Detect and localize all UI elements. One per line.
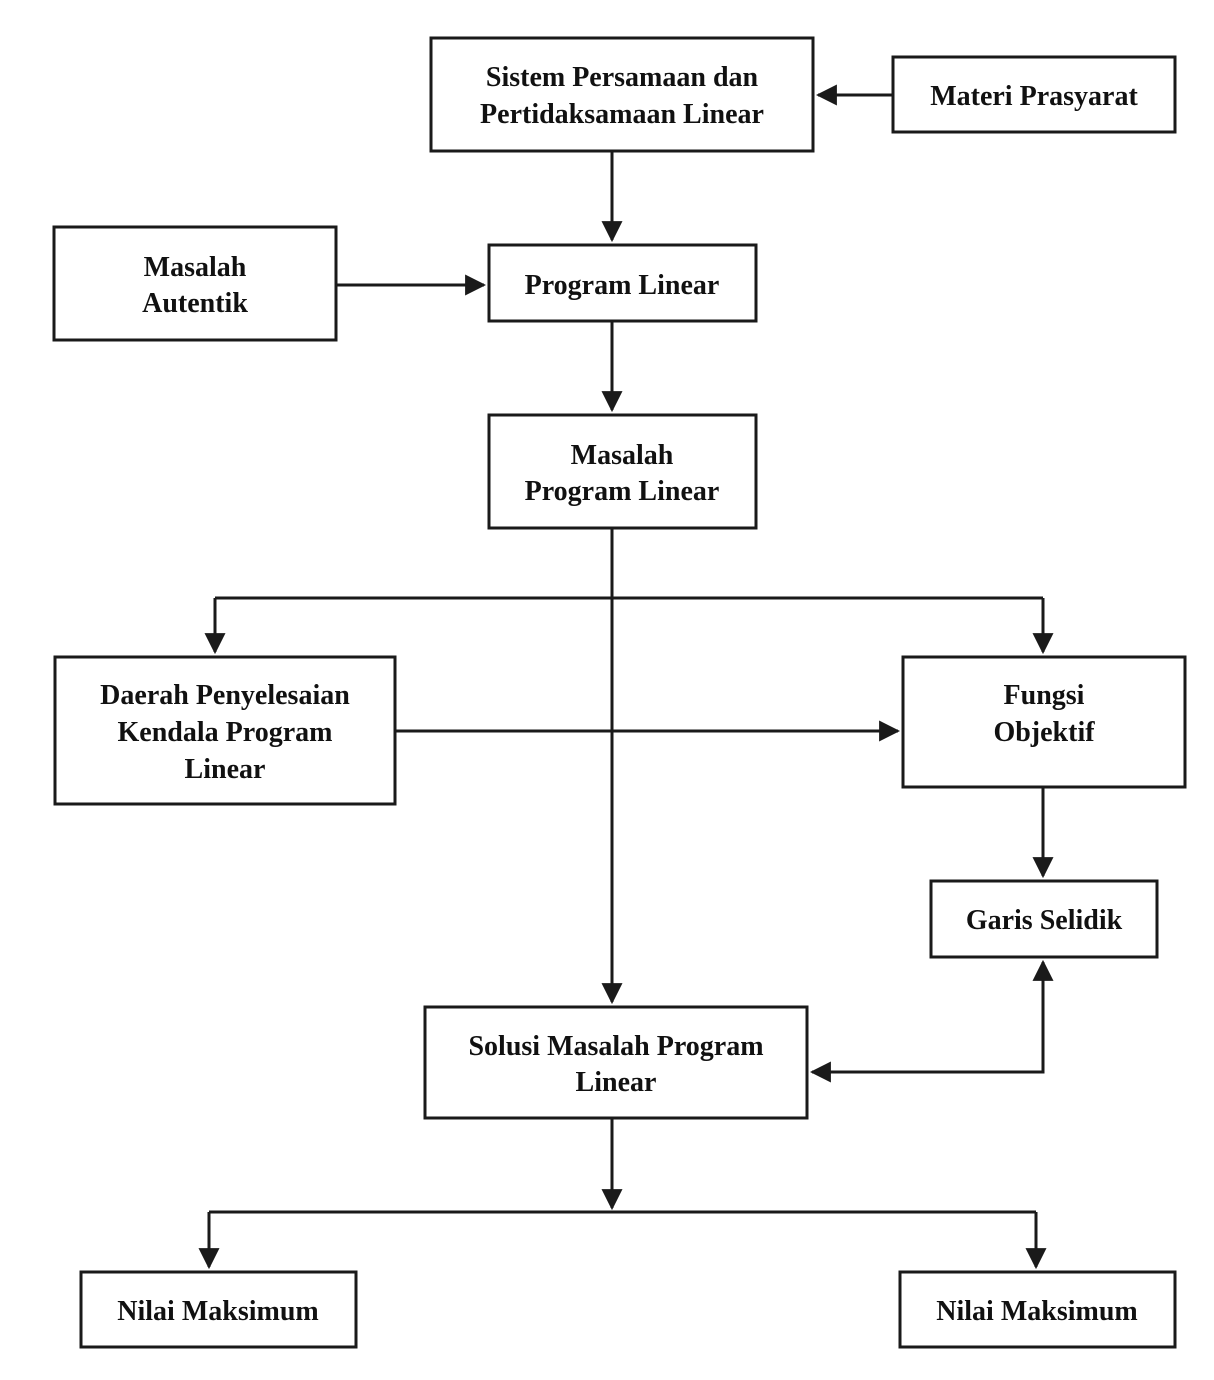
node-masalah-program-linear: Masalah Program Linear xyxy=(487,413,758,530)
edges xyxy=(198,84,1054,1270)
node-nilai-maksimum-left: Nilai Maksimum xyxy=(79,1270,358,1349)
node-materi-prasyarat: Materi Prasyarat xyxy=(891,55,1177,134)
node-garis-line-1: Garis Selidik xyxy=(966,905,1123,936)
node-masalah-autentik: Masalah Autentik xyxy=(52,225,338,342)
node-program-linear-line-1: Program Linear xyxy=(525,270,720,301)
node-daerah-line-1: Daerah Penyelesaian xyxy=(100,680,350,711)
node-solusi-line-2: Linear xyxy=(576,1067,657,1098)
node-fungsi-objektif: Fungsi Objektif xyxy=(901,655,1187,789)
edge-garis-solusi-bidirectional xyxy=(809,959,1054,1083)
node-sistem-persamaan: Sistem Persamaan dan Pertidaksamaan Line… xyxy=(429,36,815,153)
node-nilai-maksimum-right: Nilai Maksimum xyxy=(898,1270,1177,1349)
node-materi-line-1: Materi Prasyarat xyxy=(930,81,1138,112)
node-daerah-penyelesaian: Daerah Penyelesaian Kendala Program Line… xyxy=(53,655,397,806)
node-masalah-autentik-line-1: Masalah xyxy=(144,252,247,283)
node-nilai-kanan-line-1: Nilai Maksimum xyxy=(936,1296,1137,1327)
node-masalah-autentik-line-2: Autentik xyxy=(142,288,248,319)
node-solusi-masalah: Solusi Masalah Program Linear xyxy=(423,1005,809,1120)
node-daerah-line-3: Linear xyxy=(185,754,266,785)
node-garis-selidik: Garis Selidik xyxy=(929,879,1159,959)
node-fungsi-line-1: Fungsi xyxy=(1004,680,1085,711)
node-daerah-line-2: Kendala Program xyxy=(118,717,333,748)
node-solusi-line-1: Solusi Masalah Program xyxy=(468,1031,763,1062)
node-masalah-pl-line-1: Masalah xyxy=(571,440,674,471)
node-sistem-line-1: Sistem Persamaan dan xyxy=(486,62,759,93)
node-sistem-line-2: Pertidaksamaan Linear xyxy=(480,99,764,130)
node-fungsi-line-2: Objektif xyxy=(993,717,1095,748)
node-masalah-pl-line-2: Program Linear xyxy=(525,476,720,507)
node-nilai-kiri-line-1: Nilai Maksimum xyxy=(117,1296,318,1327)
node-program-linear: Program Linear xyxy=(487,243,758,323)
